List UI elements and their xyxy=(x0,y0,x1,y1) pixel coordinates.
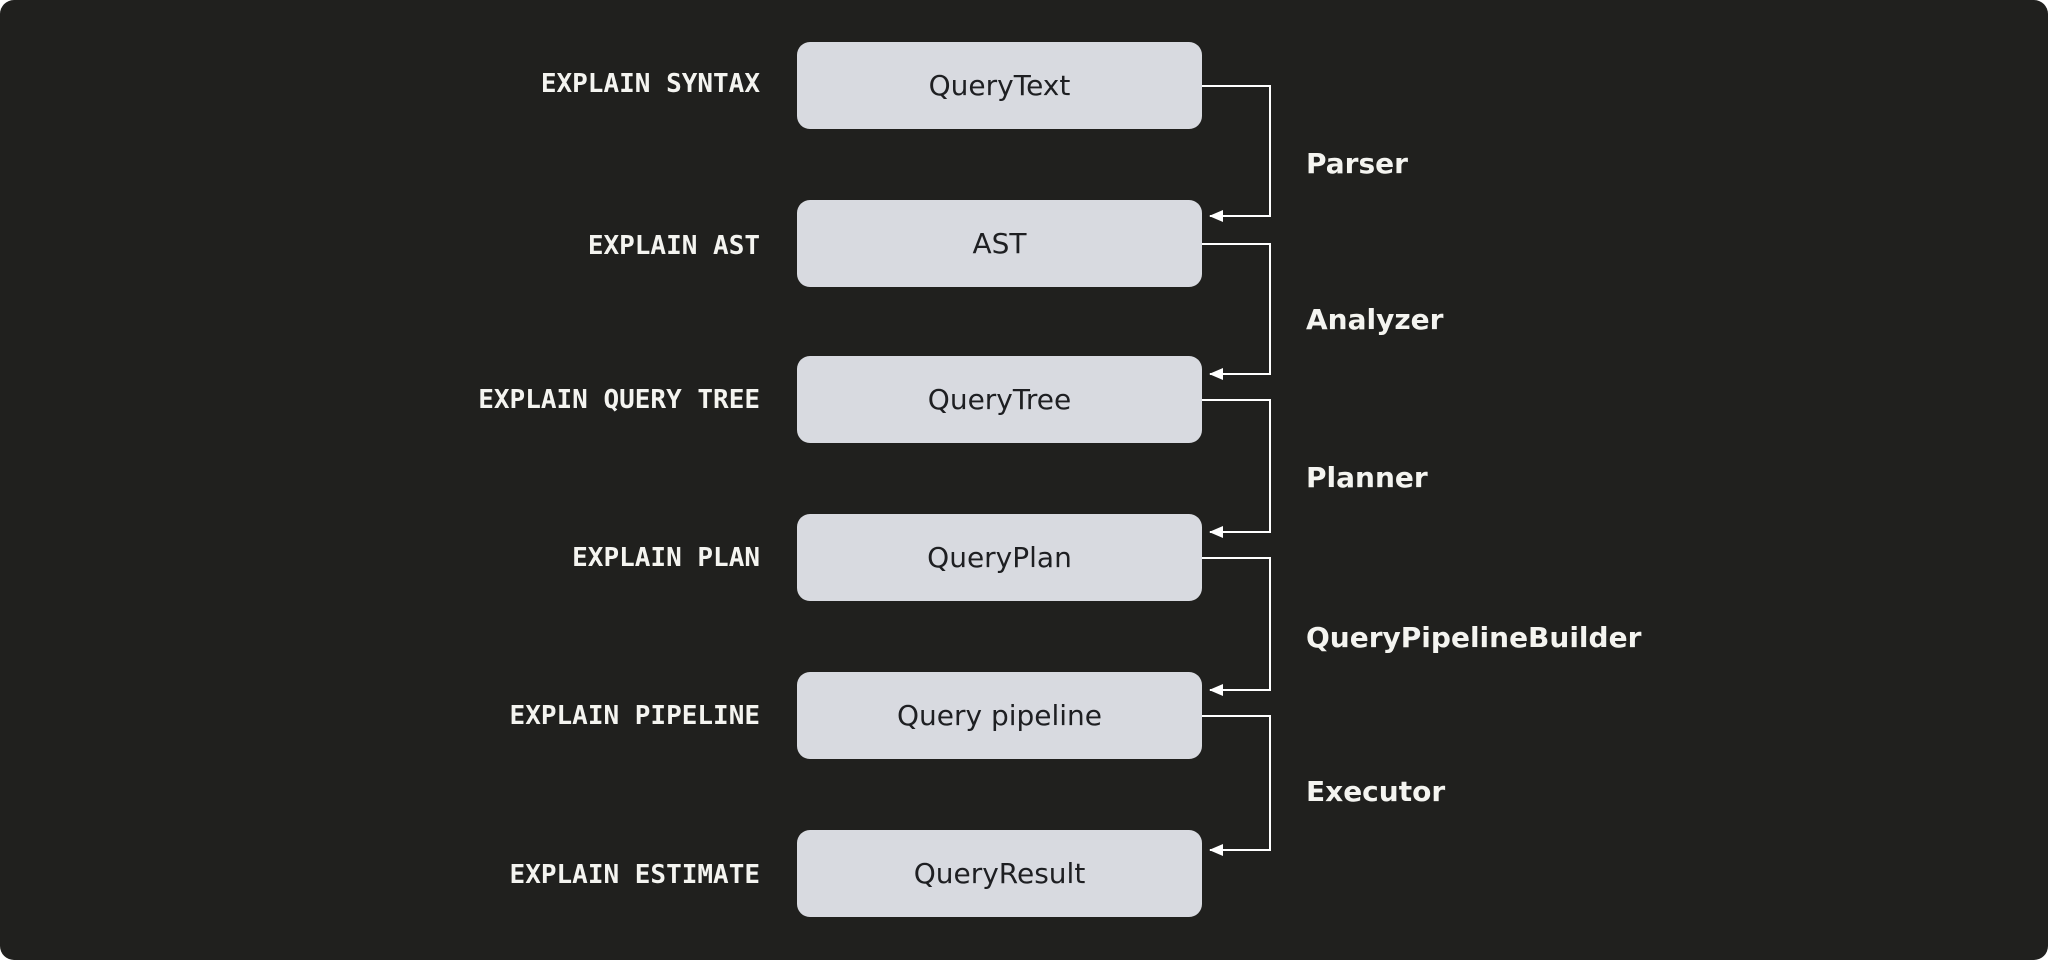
node-query-tree: QueryTree xyxy=(797,356,1202,443)
explain-label-ast: EXPLAIN AST xyxy=(587,231,760,261)
connector-planner xyxy=(1202,399,1271,538)
node-query-plan: QueryPlan xyxy=(797,514,1202,601)
node-label: QueryPlan xyxy=(927,541,1072,574)
node-label: AST xyxy=(972,227,1027,260)
node-label: QueryTree xyxy=(927,383,1072,416)
connector-analyzer xyxy=(1202,243,1271,380)
explain-label-plan: EXPLAIN PLAN xyxy=(572,543,760,573)
explain-label-estimate: EXPLAIN ESTIMATE xyxy=(509,860,760,890)
node-query-text: QueryText xyxy=(797,42,1202,129)
connector-pipeline-builder xyxy=(1202,557,1271,696)
node-label: QueryResult xyxy=(913,857,1086,890)
stage-label-analyzer: Analyzer xyxy=(1306,303,1444,336)
connector-parser xyxy=(1202,85,1271,222)
explain-label-syntax: EXPLAIN SYNTAX xyxy=(540,69,760,99)
stage-label-parser: Parser xyxy=(1306,147,1408,180)
node-query-result: QueryResult xyxy=(797,830,1202,917)
stage-label-pipeline-builder: QueryPipelineBuilder xyxy=(1306,621,1642,654)
stage-label-planner: Planner xyxy=(1306,461,1428,494)
node-label: Query pipeline xyxy=(896,699,1103,732)
node-label: QueryText xyxy=(928,69,1071,102)
stage-label-executor: Executor xyxy=(1306,775,1446,808)
node-query-pipeline: Query pipeline xyxy=(797,672,1202,759)
connector-executor xyxy=(1202,715,1271,856)
explain-label-pipeline: EXPLAIN PIPELINE xyxy=(509,701,760,731)
explain-label-query-tree: EXPLAIN QUERY TREE xyxy=(478,385,760,415)
node-ast: AST xyxy=(797,200,1202,287)
